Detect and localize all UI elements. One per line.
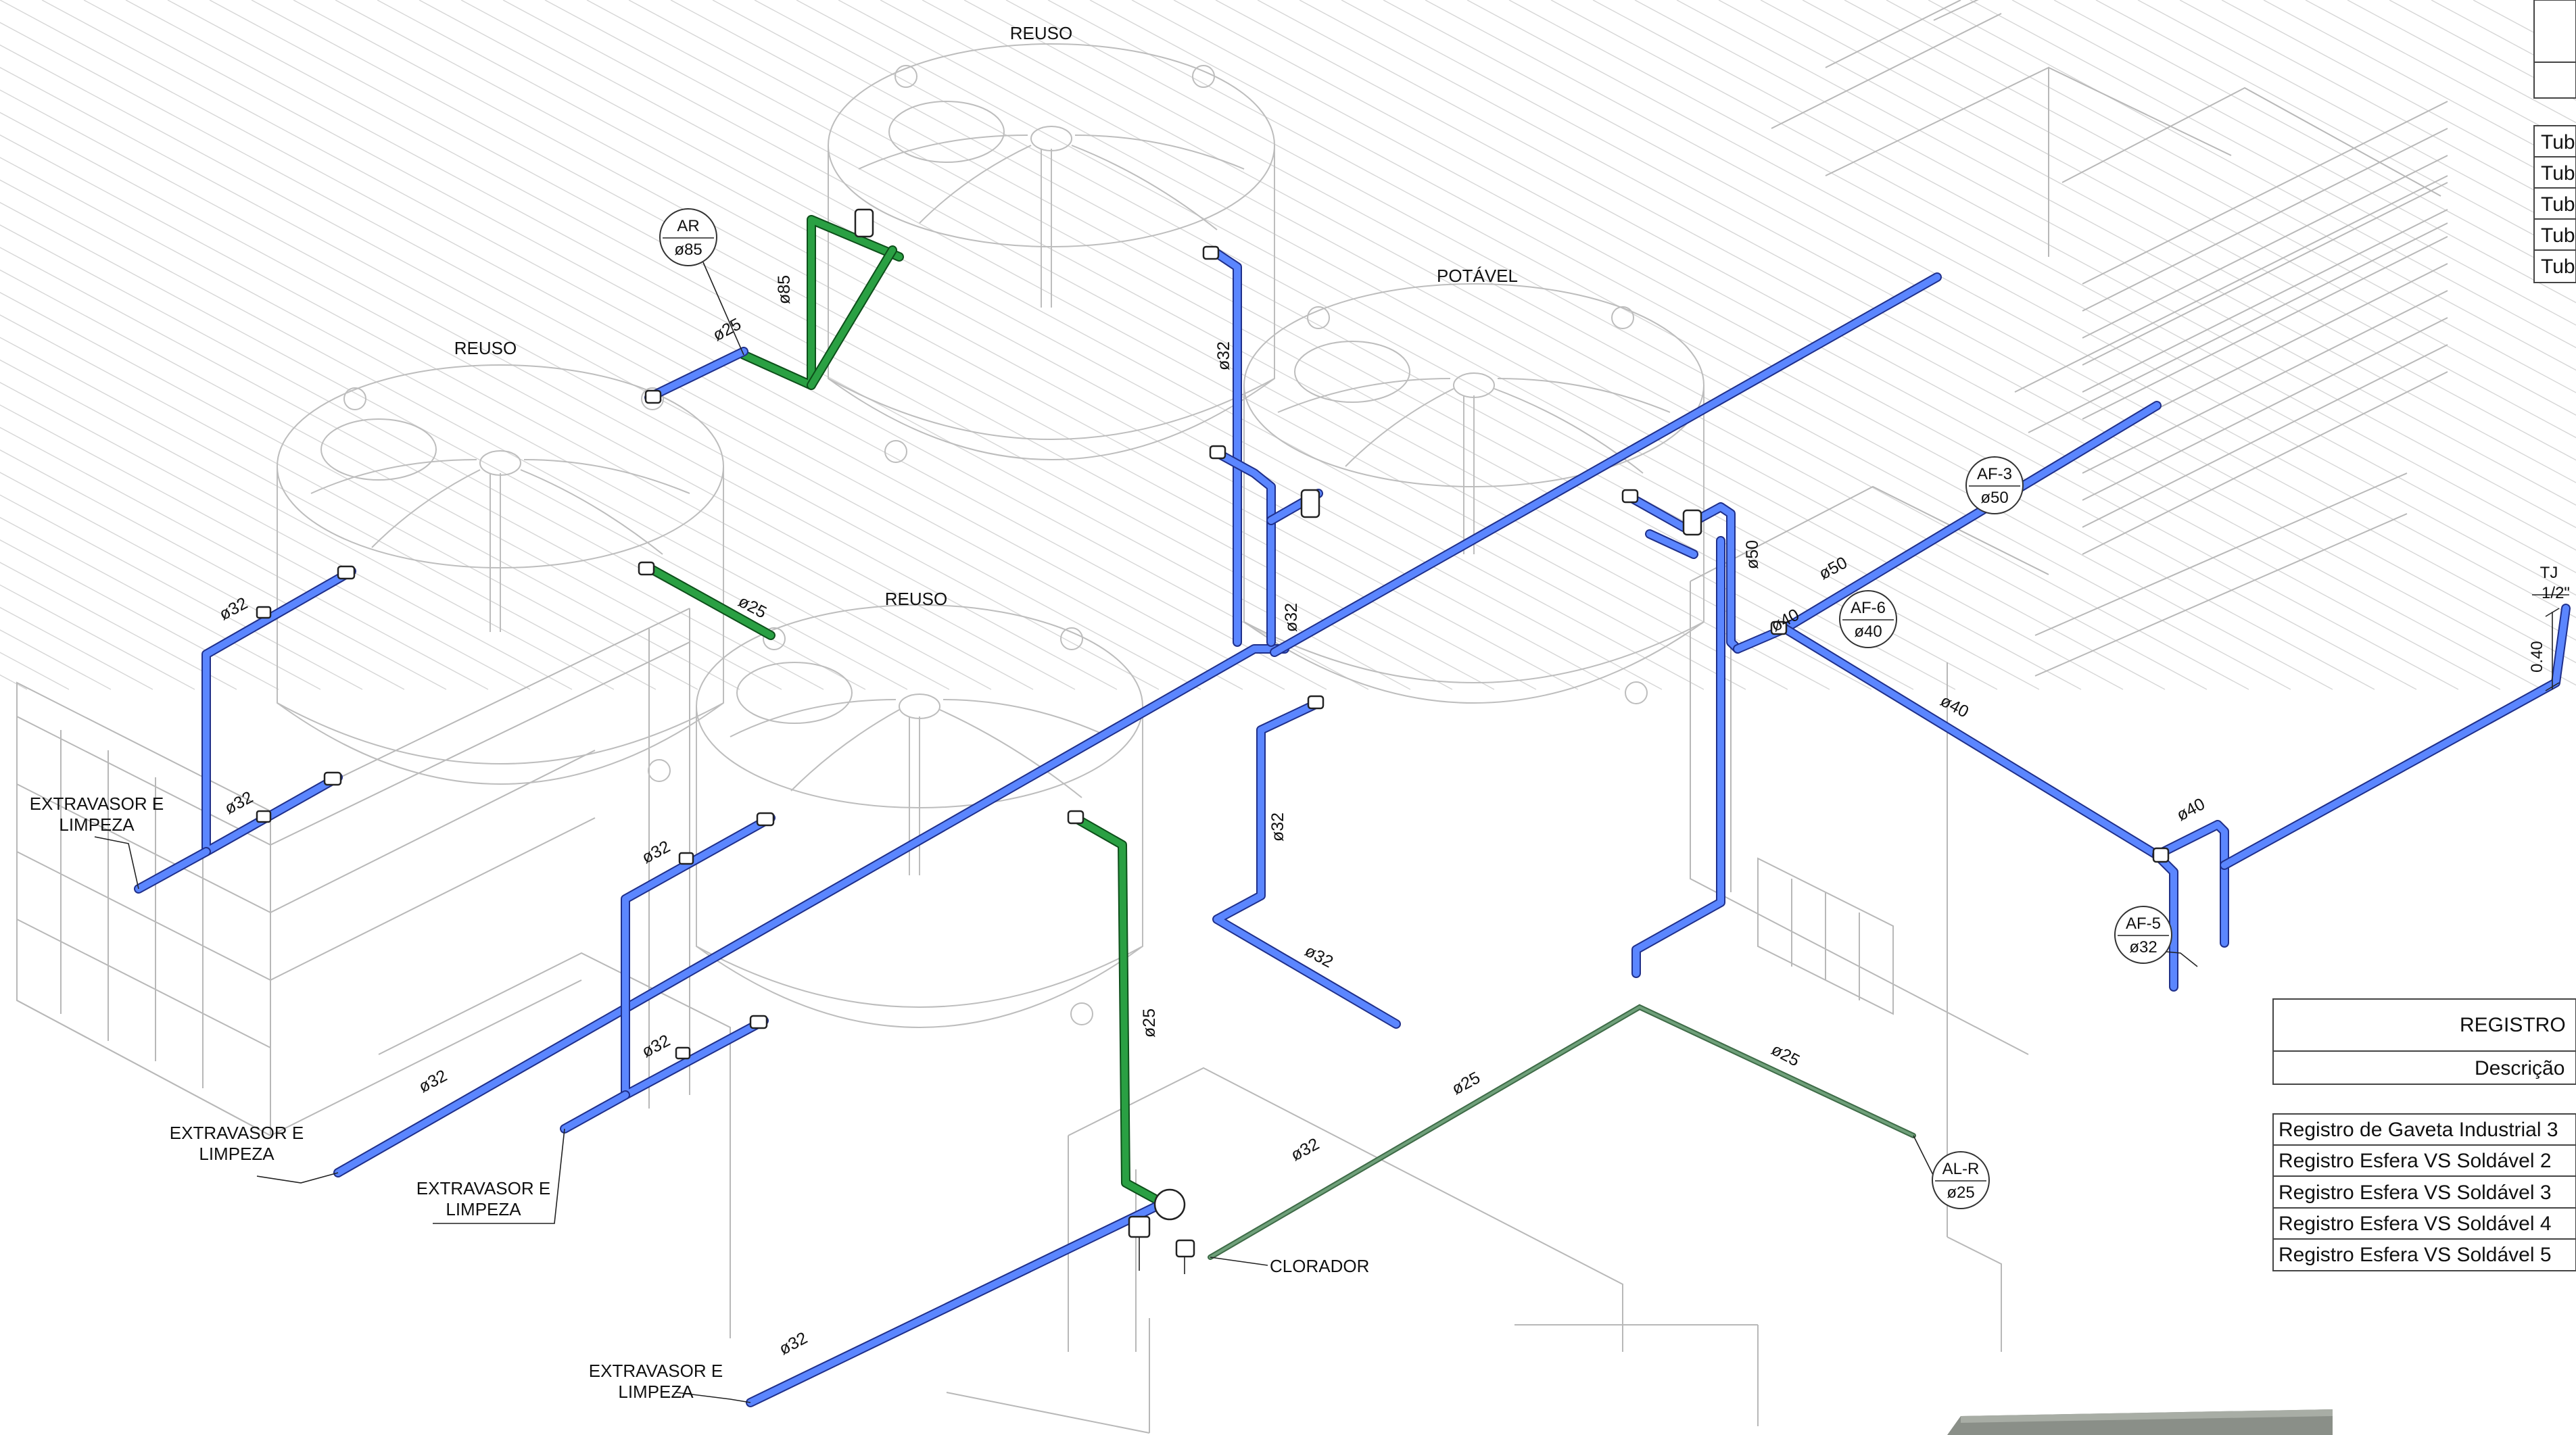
diameter-label: ø32	[639, 837, 673, 867]
diameter-label: ø32	[416, 1066, 450, 1096]
note-extravasor: LIMPEZA	[618, 1382, 694, 1402]
tag-diameter: ø85	[674, 241, 702, 259]
tag-diameter: ø25	[1947, 1184, 1974, 1202]
diameter-label: ø32	[216, 593, 251, 624]
diameter-label: ø32	[1288, 1134, 1322, 1165]
note-clorador: CLORADOR	[1270, 1256, 1369, 1276]
tank-label: POTÁVEL	[1437, 266, 1518, 286]
diameter-label: ø25	[710, 314, 744, 345]
registro-row: Registro Esfera VS Soldável 5	[2279, 1244, 2552, 1266]
tube-row: Tub	[2541, 224, 2575, 247]
diameter-label: ø85	[775, 275, 794, 304]
cold-water-pipes	[134, 249, 2571, 1407]
note-extravasor: EXTRAVASOR E	[30, 794, 164, 814]
note-extravasor: LIMPEZA	[446, 1199, 521, 1219]
tube-row: Tub	[2541, 162, 2575, 185]
tank-label: REUSO	[454, 338, 517, 358]
registro-title: REGISTRO	[2460, 1014, 2566, 1036]
note-extravasor: EXTRAVASOR E	[416, 1178, 550, 1198]
tag-af5: AF-5 ø32	[2114, 906, 2172, 964]
registro-row: Registro Esfera VS Soldável 3	[2279, 1182, 2552, 1204]
tag-af6: AF-6 ø40	[1839, 590, 1897, 648]
tube-row: Tub	[2541, 131, 2575, 153]
tank-labels: REUSO REUSO REUSO POTÁVEL	[454, 23, 1518, 609]
tag-code: AF-3	[1977, 465, 2012, 483]
tag-code: AL-R	[1942, 1160, 1980, 1178]
roof-hatch	[0, 0, 2576, 690]
diameter-label: ø32	[776, 1328, 811, 1359]
pipe-fittings	[256, 208, 2170, 1274]
registro-row: Registro de Gaveta Industrial 3	[2279, 1119, 2558, 1141]
note-extravasor: EXTRAVASOR E	[170, 1123, 304, 1143]
diameter-label: ø40	[2174, 794, 2208, 825]
tag-ar: AR ø85	[659, 208, 744, 356]
tag-alr: AL-R ø25	[1932, 1151, 1990, 1209]
tank-potavel	[1243, 283, 1704, 704]
tag-diameter: ø50	[1980, 489, 2008, 507]
notes: EXTRAVASOR E LIMPEZA EXTRAVASOR E LIMPEZ…	[30, 794, 1370, 1402]
tag-diameter: ø32	[2129, 938, 2157, 956]
diameter-label: ø25	[1449, 1068, 1483, 1098]
diameter-label: ø32	[1282, 603, 1301, 632]
note-extravasor: LIMPEZA	[59, 814, 135, 835]
tank-reuso-bottom	[648, 604, 1143, 1028]
tag-code: AR	[677, 217, 699, 235]
diameter-label: ø32	[1214, 341, 1233, 370]
tank-label: REUSO	[1010, 23, 1072, 43]
reuse-pipes	[644, 215, 1916, 1260]
tag-code: AF-5	[2126, 915, 2161, 933]
tank-reuso-top	[828, 43, 1275, 463]
tube-row: Tub	[2541, 256, 2575, 278]
building-structure	[16, 0, 2448, 1434]
diameter-label: ø25	[1768, 1040, 1803, 1071]
diameter-label: ø25	[1140, 1008, 1159, 1038]
tank-reuso-left	[277, 364, 724, 785]
diameter-label: ø50	[1816, 553, 1851, 583]
shaded-beam	[1947, 1409, 2333, 1435]
tag-diameter: ø40	[1854, 623, 1882, 641]
tube-table: Tub Tub Tub Tub Tub	[2533, 0, 2576, 283]
tj-size: 1/2"	[2542, 584, 2570, 602]
tube-row: Tub	[2541, 193, 2575, 216]
registro-table: REGISTRO Descrição Registro de Gaveta In…	[2272, 998, 2576, 1271]
note-extravasor: EXTRAVASOR E	[589, 1361, 723, 1381]
registro-row: Registro Esfera VS Soldável 2	[2279, 1150, 2552, 1172]
tag-code: AF-6	[1851, 599, 1886, 617]
leader-lines	[94, 594, 2569, 1403]
registro-header: Descrição	[2475, 1057, 2565, 1079]
tj-marker: TJ 1/2" 0.40	[2528, 564, 2570, 691]
diameter-label: ø32	[222, 787, 256, 818]
diameter-label: ø40	[1937, 691, 1972, 722]
diameter-label: ø50	[1743, 540, 1762, 569]
note-extravasor: LIMPEZA	[199, 1144, 275, 1164]
tj-height: 0.40	[2528, 641, 2546, 673]
diameter-label: ø32	[639, 1031, 673, 1061]
tj-code: TJ	[2540, 564, 2558, 582]
diameter-label: ø32	[1268, 812, 1287, 842]
registro-row: Registro Esfera VS Soldável 4	[2279, 1213, 2552, 1235]
tag-af3: AF-3 ø50	[1965, 456, 2024, 514]
tank-label: REUSO	[885, 589, 947, 609]
